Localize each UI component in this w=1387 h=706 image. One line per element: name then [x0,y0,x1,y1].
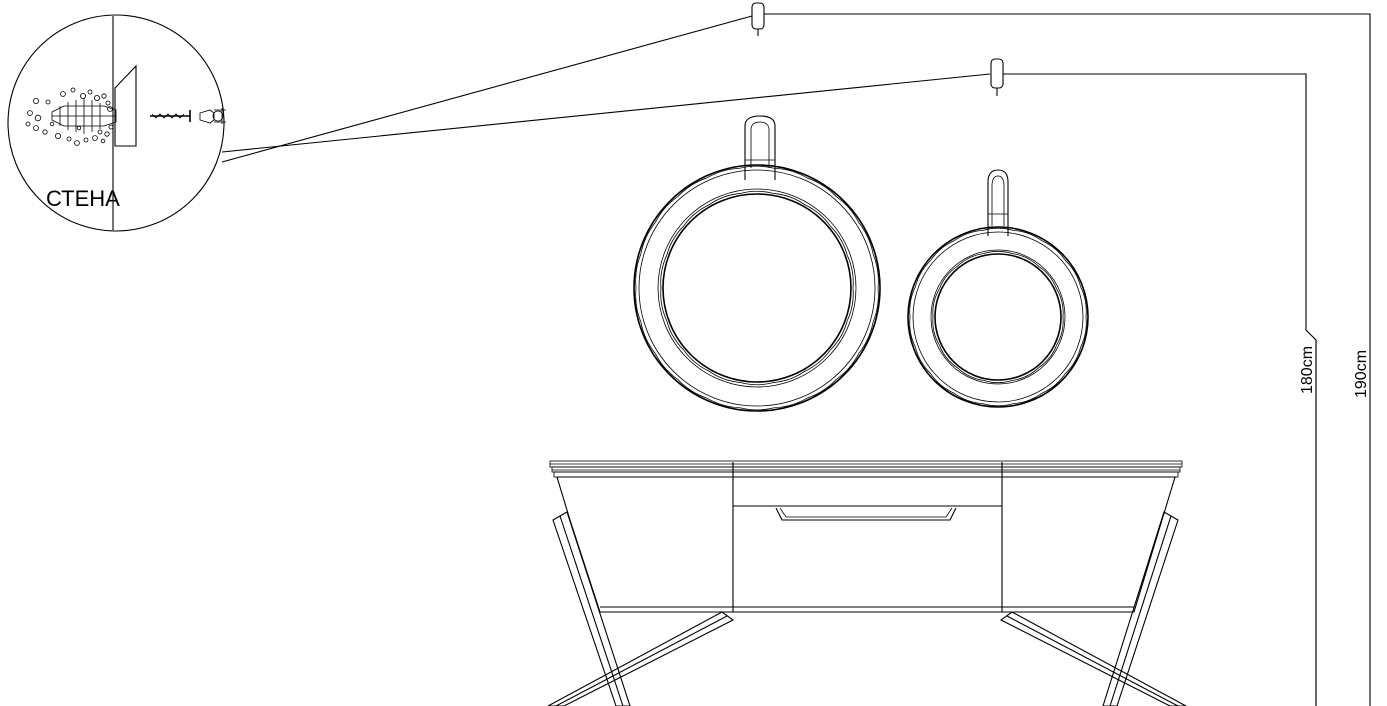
rope-knot [909,286,916,318]
rope-knot [836,196,860,223]
rope-knot [1080,316,1087,348]
rope-knot [807,177,837,197]
rope-knot [660,287,668,322]
rope-knot [982,227,1014,231]
rope-knot [932,288,940,318]
rope-knot [640,222,656,254]
rope-knot [677,379,707,399]
hook-fitting [199,108,226,124]
rope-knot [683,349,710,372]
rope-knot [635,287,642,323]
mirror-small [907,169,1089,408]
rope-knot [739,165,775,169]
rope-knot [774,167,808,179]
rope-knot [1012,253,1039,267]
rope-knot [939,345,958,369]
rope-knot [1056,288,1064,318]
rope-knot [740,382,774,386]
rope-knot [858,322,874,354]
rope-knot [739,407,775,411]
rope-knot [930,373,955,394]
rope-knot [957,367,984,381]
rope-knot [666,226,684,256]
rope-knot [953,229,983,242]
dimension-180: 180cm [1003,73,1317,706]
rope-knot [635,253,642,289]
rope-knot [830,226,848,256]
rope-knot [983,379,1013,384]
rope-knot [1065,347,1082,374]
rope-knot [804,204,831,227]
dimension-label-180: 180cm [1299,346,1316,394]
rope-knot [983,250,1013,255]
table-leg-right [999,511,1187,706]
rope-knot [1012,367,1039,381]
dimension-190: 190cm [764,13,1371,706]
rope-knot [1041,240,1066,261]
rope-knot [1080,286,1087,318]
rope-knot [872,287,879,323]
rope-knot [660,254,668,289]
rope-knot [807,379,837,399]
wall-plug [51,98,117,134]
rope-knot [1038,345,1057,369]
rope-knot [858,222,874,254]
rope-knot [982,403,1014,407]
screw [150,110,191,122]
drawer-handle [775,507,957,521]
rope-knot [654,196,678,223]
rope-knot [846,287,854,322]
leader-line-lower [221,73,991,153]
rope-knot [773,193,806,206]
rope-knot [804,349,831,372]
wall-block [114,64,137,147]
rope-knot [774,397,808,409]
rope-knot [939,265,958,289]
wall-label: СТЕНА [46,186,120,211]
dimension-label-190: 190cm [1353,350,1370,398]
rope-knot [914,260,931,287]
wall-hook-upper [751,2,765,36]
rope-knot [957,253,984,267]
rope-knot [677,177,707,197]
rope-knot [914,347,931,374]
rope-knot [706,167,740,179]
rope-knot [836,353,860,380]
rope-knot [683,204,710,227]
rope-knot [830,320,848,350]
rope-knot [930,240,955,261]
rope-knot [708,370,741,383]
table-body [556,462,1176,613]
rope-knot [740,190,774,194]
rope-knot [1013,392,1043,405]
rope-knot [1065,260,1082,287]
rope-knot [654,353,678,380]
rope-knot [909,316,916,348]
rope-knot [1038,265,1057,289]
rope-knot [953,392,983,405]
wall-particles [25,87,114,146]
rope-knot [708,193,741,206]
wall-hook-lower [990,58,1004,96]
wall-anchor-detail: СТЕНА [7,14,226,232]
detail-circle [7,14,225,232]
rope-knot [1013,229,1043,242]
rope-knot [640,322,656,354]
console-table [547,460,1187,706]
leader-line-upper [221,15,753,163]
mirror-large [633,115,881,412]
rope-knot [773,370,806,383]
rope-knot [666,320,684,350]
rope-knot [872,253,879,289]
tabletop [549,460,1183,478]
rope-knot [1056,316,1064,346]
rope-knot [846,254,854,289]
table-leg-left [547,511,735,706]
rope-knot [1041,373,1066,394]
rope-knot [932,316,940,346]
rope-knot [706,397,740,409]
